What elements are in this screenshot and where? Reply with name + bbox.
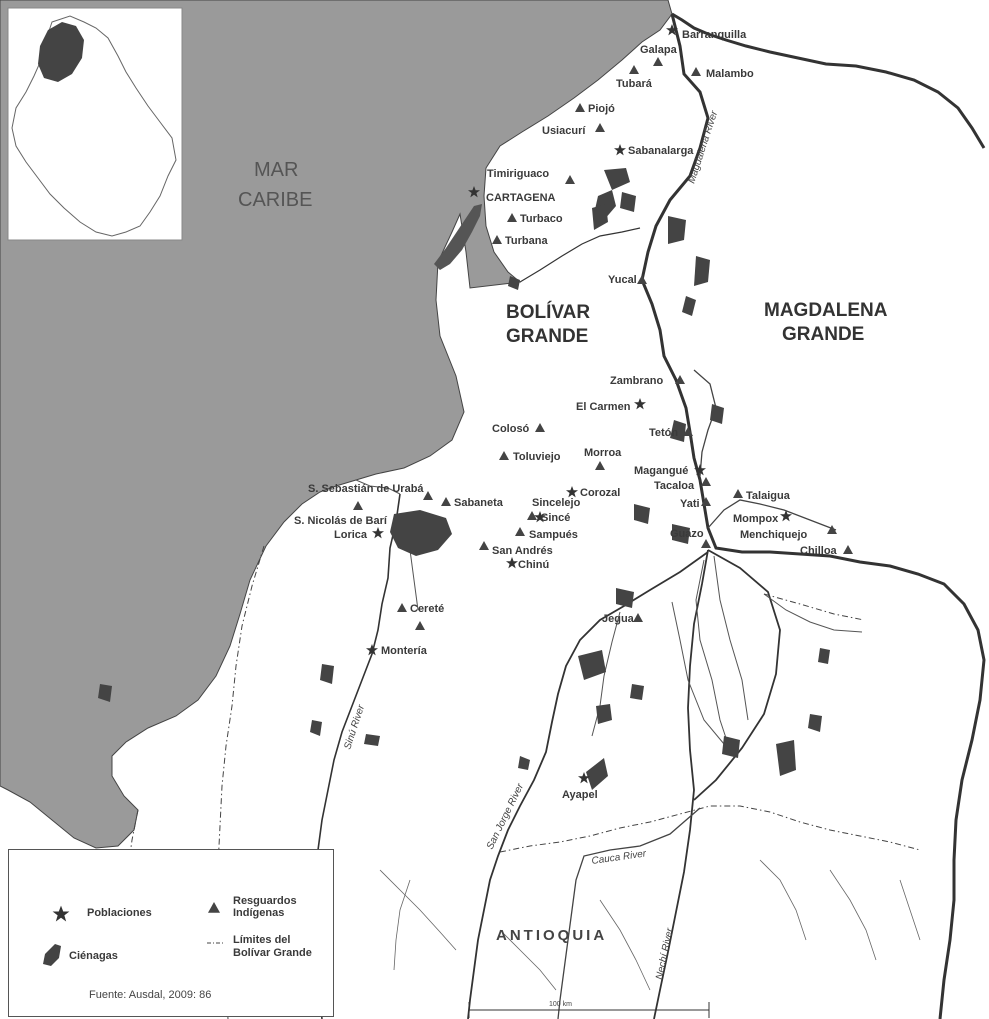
magdalena-branch	[693, 369, 717, 477]
scale-label: 100 km	[549, 1001, 572, 1008]
region-antioquia: ANTIOQUIA	[496, 927, 607, 944]
label-coloso: Colosó	[492, 423, 530, 435]
region-bolivar-line2: GRANDE	[506, 326, 588, 347]
label-turbaco: Turbaco	[520, 213, 563, 225]
river-label-sinu: Sinú River	[342, 703, 367, 751]
legend-cienagas: Ciénagas	[69, 950, 118, 962]
legend-poblaciones: Poblaciones	[87, 907, 152, 919]
label-cerete: Cereté	[410, 603, 444, 615]
magdalena-branch-2	[707, 499, 837, 531]
label-magangue: Magangué	[634, 465, 688, 477]
label-san-andres: San Andrés	[492, 545, 553, 557]
label-sincelejo: Sincelejo	[532, 497, 581, 509]
label-tacaloa: Tacaloa	[654, 480, 695, 492]
river-label-san-jorge: San Jorge River	[485, 781, 527, 851]
label-turbana: Turbana	[505, 235, 548, 247]
lagoon-cartagena	[434, 204, 482, 270]
label-since: Sincé	[541, 512, 570, 524]
cauca-tributary-3	[671, 601, 725, 745]
label-s-nicolas: S. Nicolás de Barí	[294, 515, 388, 527]
label-jegua: Jegua	[602, 613, 635, 625]
cauca-tributary-2	[695, 559, 731, 751]
scale-label-box: 100 km	[469, 1001, 709, 1016]
label-cartagena: CARTAGENA	[486, 192, 556, 204]
inset-colombia-outline	[11, 15, 177, 237]
label-galapa: Galapa	[640, 44, 678, 56]
cauca-tributary-4	[763, 593, 863, 633]
label-lorica: Lorica	[334, 529, 368, 541]
scale-bar	[468, 1002, 710, 1018]
region-bolivar-line1: BOLÍVAR	[506, 301, 590, 323]
legend: Poblaciones Resguardos Indígenas Ciénaga…	[8, 849, 334, 1017]
label-ayapel: Ayapel	[562, 789, 598, 801]
label-chinu: Chinú	[518, 559, 549, 571]
inset-region-highlight	[38, 22, 84, 82]
legend-limites-line2: Bolívar Grande	[233, 947, 312, 959]
cauca-river	[653, 549, 709, 1019]
region-magdalena-line2: GRANDE	[782, 324, 864, 345]
river-label-cauca: Cauca River	[591, 848, 648, 867]
label-menchiquejo: Menchiquejo	[740, 529, 808, 541]
label-talaigua: Talaigua	[746, 490, 791, 502]
bolivar-limit-west	[217, 545, 265, 1019]
legend-resguardos-line1: Resguardos	[233, 895, 297, 907]
label-malambo: Malambo	[706, 68, 754, 80]
label-corozal: Corozal	[580, 487, 620, 499]
legend-limites-line1: Límites del	[233, 934, 291, 946]
bolivar-limit-south	[499, 805, 921, 853]
cauca-tributary	[713, 555, 749, 721]
label-toluviejo: Toluviejo	[513, 451, 561, 463]
cauca-east-branch	[693, 549, 781, 801]
inset-map	[7, 7, 183, 241]
coast-river-mouth	[355, 479, 401, 495]
label-teton: Tetón	[649, 427, 678, 439]
label-sabanalarga: Sabanalarga	[628, 145, 694, 157]
label-yati: Yati	[680, 498, 700, 510]
region-magdalena-line1: MAGDALENA	[764, 300, 888, 321]
cienagas	[98, 168, 830, 790]
legend-star-icon	[52, 905, 70, 922]
label-sabaneta: Sabaneta	[454, 497, 504, 509]
label-barranquilla: Barranquilla	[682, 29, 747, 41]
label-el-carmen: El Carmen	[576, 401, 631, 413]
label-usiacuri: Usiacurí	[542, 125, 586, 137]
label-guazo: Guazo	[670, 528, 704, 540]
cauca-lower	[557, 807, 701, 1019]
legend-symbols	[43, 902, 225, 966]
bolivar-limit-southeast	[763, 593, 865, 621]
label-chilloa: Chilloa	[800, 545, 838, 557]
label-monteria: Montería	[381, 645, 428, 657]
label-piojo: Piojó	[588, 103, 615, 115]
san-jorge-river	[467, 551, 709, 1019]
legend-cienaga-icon	[43, 944, 61, 966]
legend-source: Fuente: Ausdal, 2009: 86	[89, 989, 212, 1001]
label-tubara: Tubará	[616, 78, 653, 90]
label-morroa: Morroa	[584, 447, 622, 459]
sea-label-line2: CARIBE	[238, 189, 312, 211]
legend-triangle-icon	[208, 902, 220, 913]
magdalena-river	[640, 13, 986, 1019]
label-sampues: Sampués	[529, 529, 578, 541]
label-zambrano: Zambrano	[610, 375, 663, 387]
label-timiriguaco: Timiriguaco	[487, 168, 549, 180]
antioquia-rivers	[379, 859, 921, 991]
legend-resguardos-line2: Indígenas	[233, 907, 285, 919]
label-s-sebastian: S. Sebastián de Urabá	[308, 483, 424, 495]
label-mompox: Mompox	[733, 513, 779, 525]
label-yucal: Yucal	[608, 274, 637, 286]
atlantico-boundary	[519, 227, 641, 283]
sea-label-line1: MAR	[254, 159, 298, 181]
bolivar-border	[671, 12, 986, 149]
river-label-nechi: Nechí River	[654, 927, 676, 981]
